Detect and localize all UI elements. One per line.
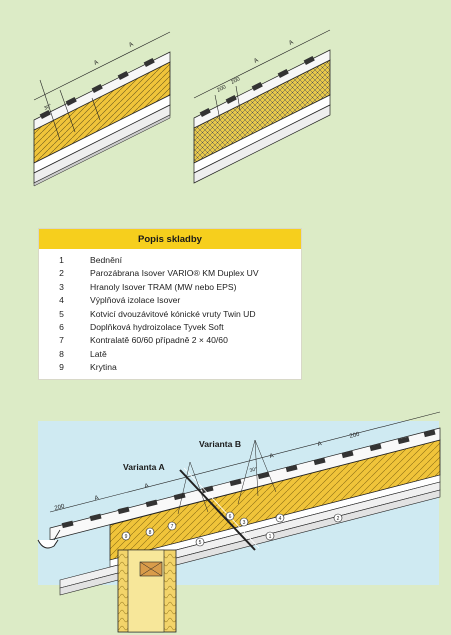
- callout-7: 7: [171, 524, 174, 530]
- top-left-dim-a1: A: [93, 60, 99, 67]
- callout-9: 9: [125, 534, 128, 540]
- top-right-dim-200b: 200: [230, 76, 241, 86]
- top-left-angle: 30°: [43, 103, 52, 112]
- bottom-roof-layers: [49, 411, 441, 596]
- legend-text: Doplňková hydroizolace Tyvek Soft: [90, 322, 224, 333]
- top-right-dim-a2: A: [288, 40, 294, 47]
- legend-row: 6 Doplňková hydroizolace Tyvek Soft: [39, 321, 301, 334]
- legend-num: 2: [59, 268, 64, 279]
- callout-5: 5: [199, 540, 202, 546]
- top-roof-diagrams: A A 30° A A 200 200: [33, 29, 331, 187]
- legend-num: 4: [59, 295, 64, 306]
- top-left-roof-detail: [33, 31, 171, 187]
- legend-text: Výplňová izolace Isover: [90, 295, 181, 306]
- bottom-wall: [117, 549, 177, 633]
- legend-card: Popis skladby 1 Bednění 2 Parozábrana Isov…: [38, 228, 302, 380]
- legend-num: 7: [59, 335, 64, 346]
- legend-text: Krytina: [90, 362, 117, 373]
- legend-row: 1 Bednění: [39, 254, 301, 267]
- callout-8: 8: [149, 530, 152, 536]
- legend-row: 4 Výplňová izolace Isover: [39, 294, 301, 307]
- legend-text: Kontralatě 60/60 případně 2 × 40/60: [90, 335, 228, 346]
- legend-title: Popis skladby: [39, 229, 301, 249]
- legend-row: 3 Hranoly Isover TRAM (MW nebo EPS): [39, 281, 301, 294]
- legend-num: 8: [59, 348, 64, 359]
- callout-4: 4: [279, 516, 282, 522]
- legend-num: 6: [59, 322, 64, 333]
- legend-text: Parozábrana Isover VARIO® KM Duplex UV: [90, 268, 259, 279]
- top-right-dim-200a: 200: [216, 84, 227, 94]
- legend-table: 1 Bednění 2 Parozábrana Isover VARIO® KM D…: [39, 254, 301, 375]
- legend-text: Latě: [90, 348, 107, 359]
- legend-row: 7 Kontralatě 60/60 případně 2 × 40/60: [39, 334, 301, 347]
- top-right-roof-detail: [193, 29, 331, 184]
- varianta-b-label: Varianta B: [199, 439, 242, 449]
- legend-row: 9 Krytina: [39, 361, 301, 374]
- callout-leaders: [177, 439, 277, 515]
- dim-a-1: A: [94, 495, 99, 502]
- varianta-a-label: Varianta A: [123, 462, 165, 472]
- callout-3: 3: [243, 520, 246, 526]
- legend-num: 9: [59, 362, 64, 373]
- angle-label: 30°: [249, 466, 258, 474]
- bottom-roof-diagram: 9 8 7 5 6 3 1 4 2 200 A A A A 200 30°: [37, 411, 441, 633]
- dim-200-right: 200: [349, 432, 361, 440]
- top-left-dim-a2: A: [128, 42, 134, 49]
- callout-6: 6: [229, 514, 232, 520]
- legend-row: 8 Latě: [39, 348, 301, 361]
- callout-1: 1: [269, 534, 272, 540]
- legend-text: Kotvicí dvouzávitové kónické vruty Twin …: [90, 308, 256, 319]
- legend-row: 5 Kotvicí dvouzávitové kónické vruty Twin…: [39, 308, 301, 321]
- dim-a-4: A: [317, 441, 322, 448]
- dim-200-left: 200: [54, 504, 66, 512]
- legend-num: 1: [59, 255, 64, 265]
- gutter: [37, 529, 61, 549]
- top-right-dim-a1: A: [253, 58, 259, 65]
- legend-num: 5: [59, 308, 64, 319]
- legend-text: Bednění: [90, 255, 123, 265]
- legend-row: 2 Parozábrana Isover VARIO® KM Duplex UV: [39, 267, 301, 280]
- dim-a-3: A: [269, 453, 274, 460]
- legend-text: Hranoly Isover TRAM (MW nebo EPS): [90, 281, 237, 292]
- dim-a-2: A: [144, 483, 149, 490]
- callout-2: 2: [337, 516, 340, 522]
- legend-num: 3: [59, 281, 64, 292]
- callout-circles: [121, 511, 343, 547]
